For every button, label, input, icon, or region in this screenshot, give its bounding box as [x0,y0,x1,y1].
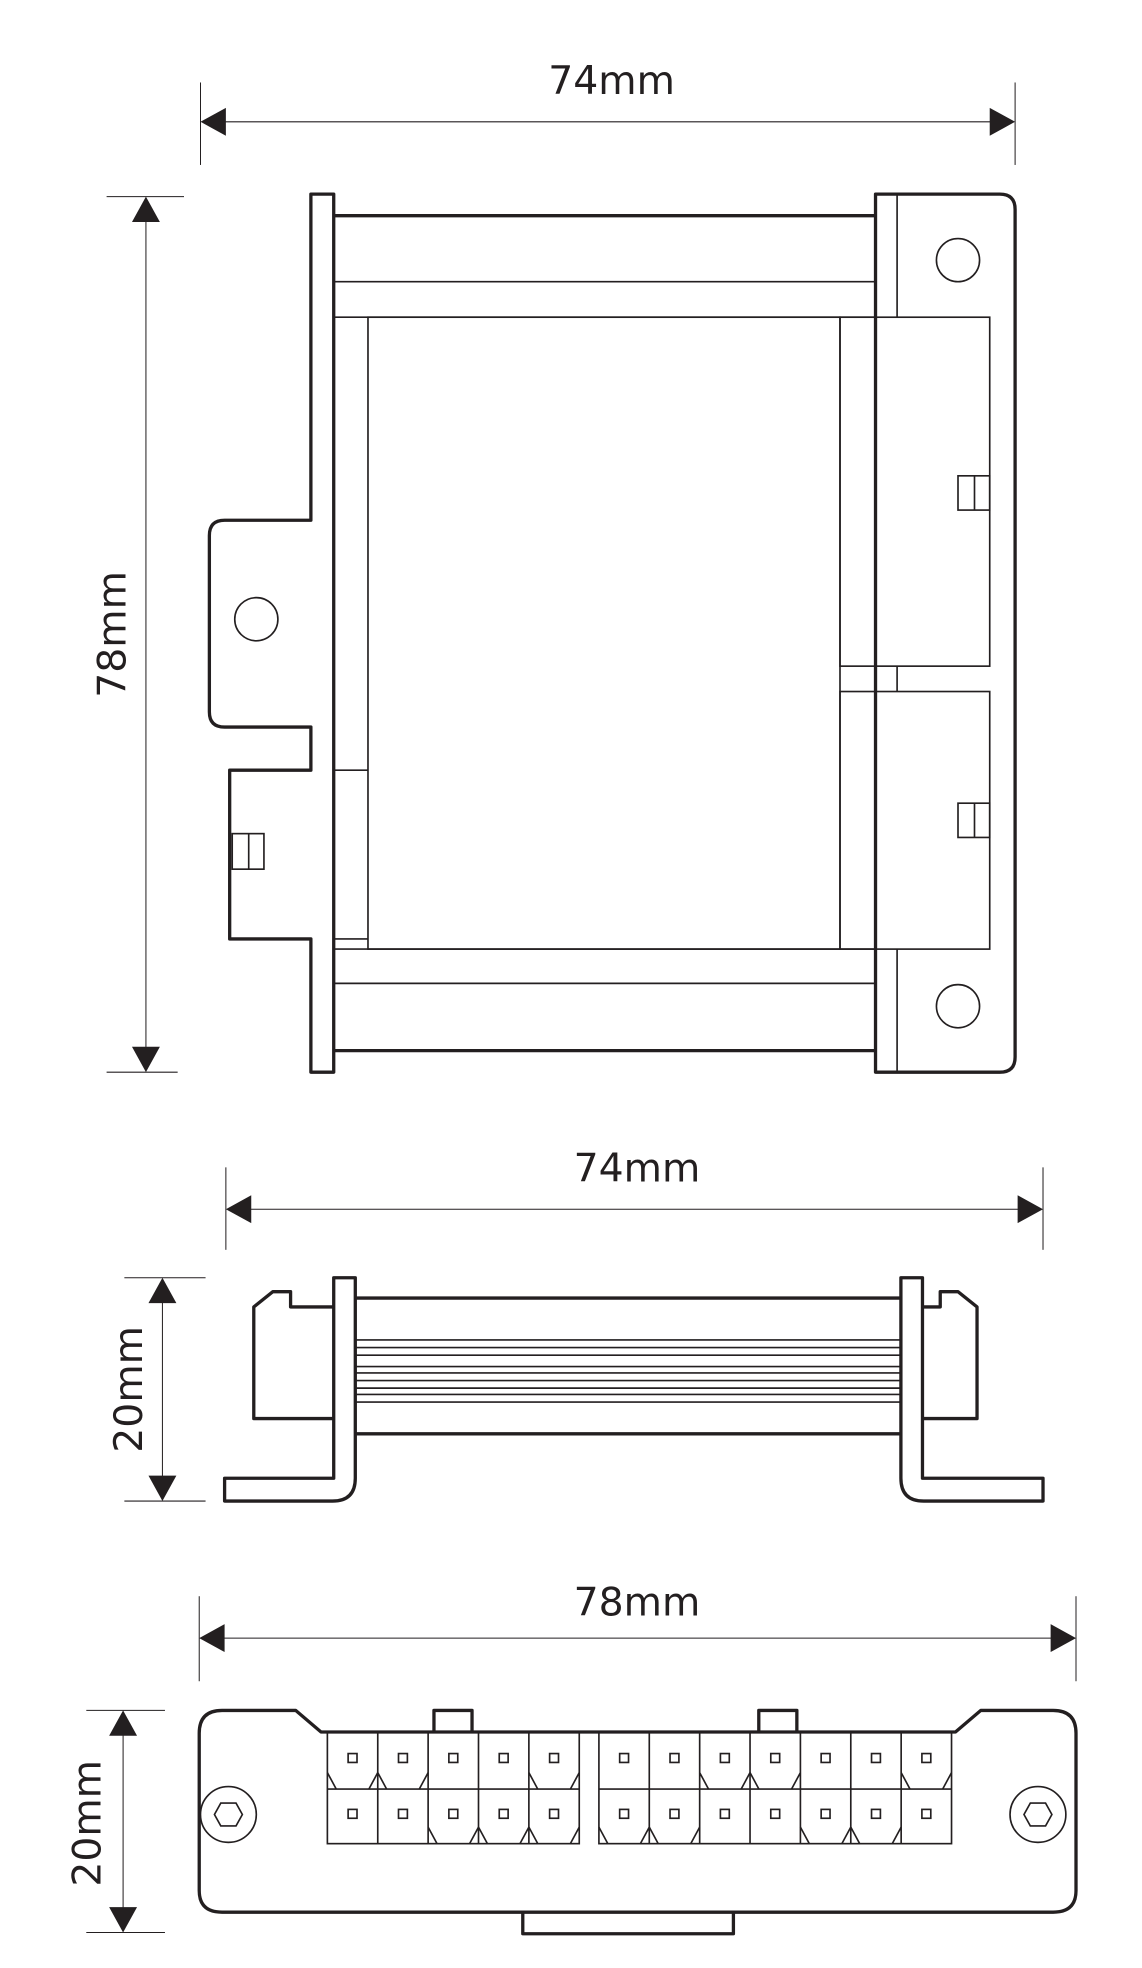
pin-terminal [498,1752,509,1764]
key-notch [790,1772,802,1790]
key-notch [598,1826,609,1845]
top-width-dimension: 74mm [199,58,1016,165]
key-notch [891,1826,902,1845]
pin-terminal [548,1752,560,1764]
side-height-label: 20mm [106,1326,152,1453]
module-front-outline [197,1708,1078,1936]
key-notch [528,1826,539,1845]
front-width-dimension: 78mm [198,1579,1077,1682]
screw-right [1009,1785,1067,1844]
key-notch [749,1772,760,1790]
key-notch [799,1826,811,1845]
pin-terminal [498,1808,509,1820]
key-notch [519,1826,530,1845]
connector-pin-grid [326,1731,953,1845]
pin-terminal [618,1752,630,1764]
top-height-dimension: 78mm [90,196,184,1073]
front-view: 78mm 20mm [64,1579,1078,1936]
key-notch [900,1772,911,1790]
module-side-outline [222,1276,1045,1503]
pin-terminal [769,1752,781,1764]
pin-terminal [618,1808,630,1820]
pin-terminal [669,1752,680,1764]
key-notch [690,1826,701,1845]
side-width-dimension: 74mm [225,1145,1044,1250]
key-notch [468,1826,480,1845]
front-height-dimension: 20mm [64,1709,165,1933]
key-notch [377,1772,388,1790]
pin-terminal [397,1752,409,1764]
pin-terminal [921,1752,932,1764]
top-view: 74mm 78mm [90,58,1017,1074]
connector-block [326,1731,581,1845]
key-notch [941,1772,953,1790]
side-height-dimension: 20mm [106,1277,206,1502]
module-top-outline [207,192,1017,1074]
pin-terminal [448,1808,459,1820]
key-notch [368,1772,379,1790]
key-notch [418,1772,429,1790]
key-notch [477,1826,489,1845]
mounting-hole [935,983,981,1029]
pin-terminal [397,1808,409,1820]
pin-terminal [769,1808,781,1820]
mounting-hole [233,596,279,642]
pin-terminal [548,1808,560,1820]
pin-terminal [820,1808,831,1820]
key-notch [850,1826,861,1845]
top-width-label: 74mm [548,58,675,104]
pin-terminal [719,1808,731,1820]
side-width-label: 74mm [574,1145,701,1191]
pin-terminal [448,1752,459,1764]
pin-terminal [347,1752,358,1764]
connector-block [598,1731,953,1845]
pin-terminal [719,1752,731,1764]
pin-terminal [820,1752,831,1764]
pin-terminal [870,1808,882,1820]
top-height-label: 78mm [90,571,136,698]
front-width-label: 78mm [574,1579,701,1625]
key-notch [841,1826,852,1845]
key-notch [427,1826,438,1845]
key-notch [648,1826,659,1845]
pin-terminal [669,1808,680,1820]
pin-terminal [870,1752,882,1764]
key-notch [639,1826,651,1845]
key-notch [740,1772,751,1790]
key-notch [528,1772,539,1790]
key-notch [326,1772,337,1790]
key-notch [569,1772,580,1790]
screw-left [199,1785,258,1844]
key-notch [569,1826,580,1845]
mounting-hole [935,237,981,283]
pin-terminal [347,1808,358,1820]
side-view: 74mm 20mm [106,1145,1045,1503]
key-notch [698,1772,710,1790]
front-height-label: 20mm [64,1760,110,1887]
pin-terminal [921,1808,932,1820]
